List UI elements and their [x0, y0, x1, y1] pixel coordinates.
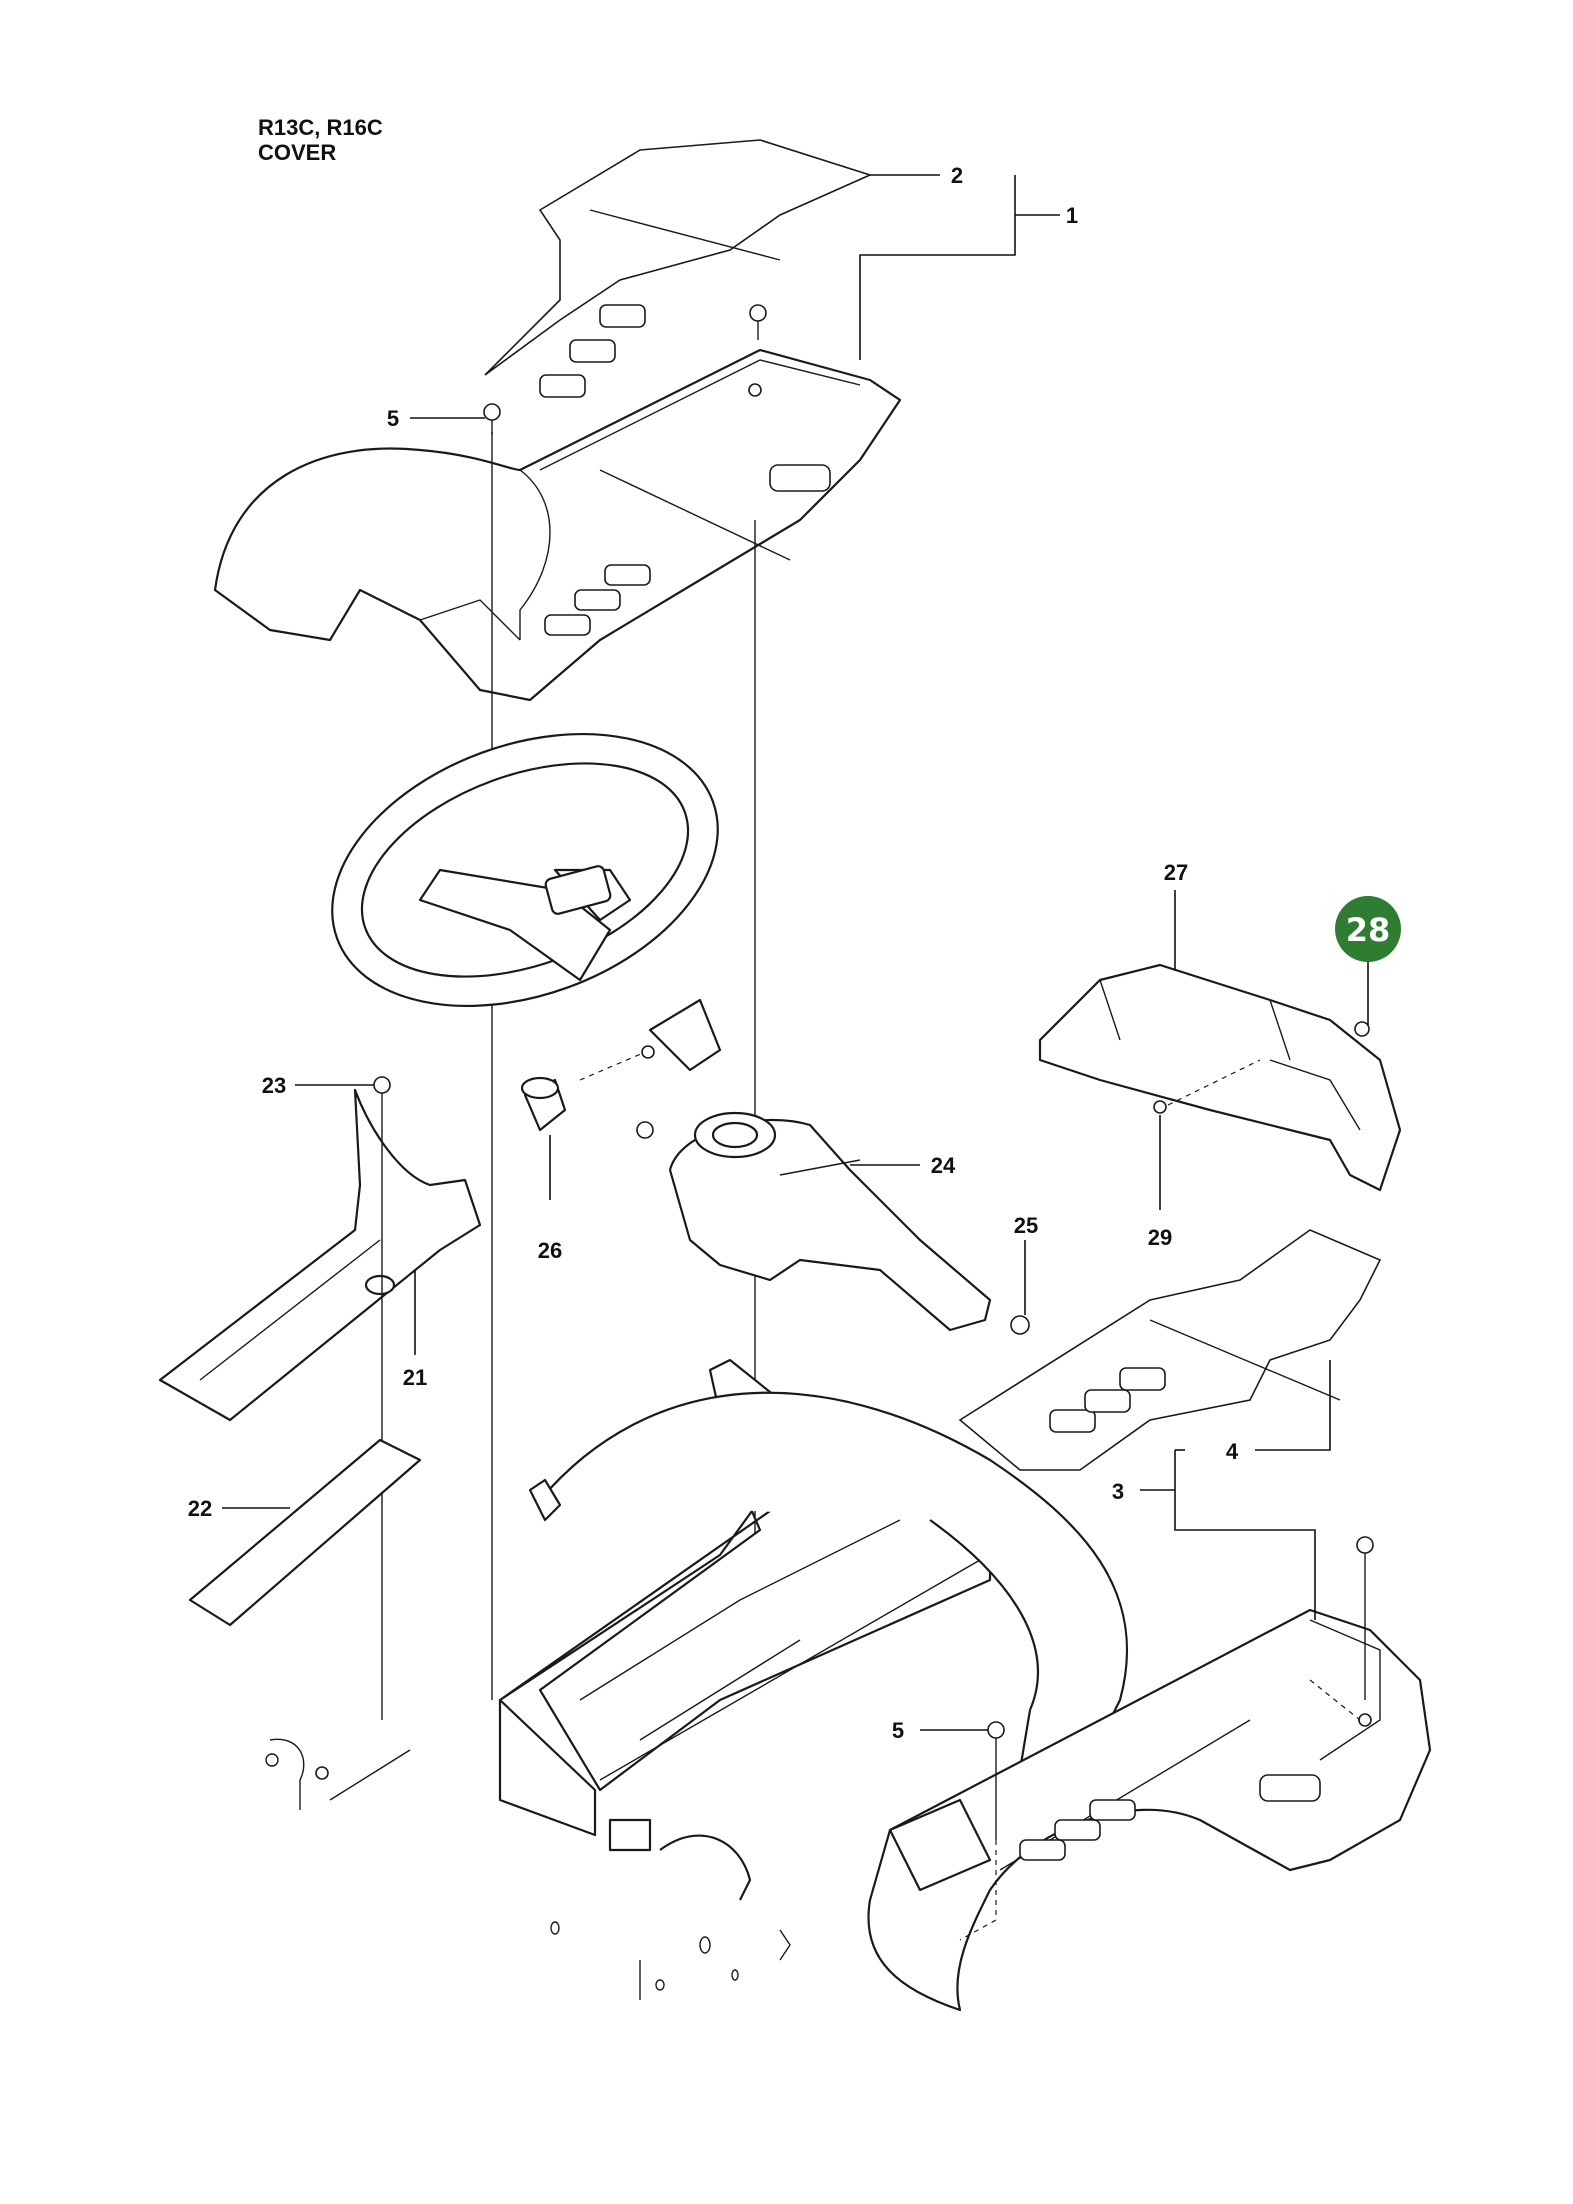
frame-chassis: [498, 1358, 1129, 1901]
part-2-mat: [484, 139, 873, 398]
callout-27: 27: [1164, 860, 1188, 885]
callout-25: 25: [1014, 1213, 1038, 1238]
callout-23: 23: [262, 1073, 286, 1098]
callout-2: 2: [951, 163, 963, 188]
part-26-cap: [520, 1076, 567, 1132]
part-24-console: [636, 1111, 1030, 1335]
diagram-title-section: COVER: [258, 140, 336, 165]
screw-top-left: [483, 403, 501, 435]
callout-5-lower: 5: [892, 1718, 904, 1743]
leader-lines: [222, 174, 1369, 1731]
part-4-mat: [958, 1229, 1382, 1471]
callout-26: 26: [538, 1238, 562, 1263]
screw-rear-right: [1356, 1536, 1374, 1700]
screw-top-right: [749, 304, 767, 340]
ghost-parts: [265, 1738, 791, 2000]
callout-28-highlight: 28: [1335, 896, 1401, 962]
steering-wheel: [331, 732, 722, 1072]
callout-22: 22: [188, 1496, 212, 1521]
callout-3: 3: [1112, 1479, 1124, 1504]
callout-4: 4: [1226, 1439, 1239, 1464]
callout-24: 24: [931, 1153, 956, 1178]
callout-5-top: 5: [387, 406, 399, 431]
callout-28: 28: [1346, 911, 1391, 949]
part-1-front-cover: [213, 348, 902, 702]
diagram-title-models: R13C, R16C: [258, 115, 383, 140]
part-27-rear-cover: [1038, 963, 1402, 1192]
callout-29: 29: [1148, 1225, 1172, 1250]
callout-21: 21: [403, 1365, 427, 1390]
callout-1: 1: [1066, 203, 1078, 228]
part-21-side-panel: [158, 1076, 482, 1422]
highlight-badge: [1335, 896, 1401, 962]
part-3-rear-fender: [867, 1608, 1432, 2012]
part-22-strip: [188, 1438, 422, 1627]
